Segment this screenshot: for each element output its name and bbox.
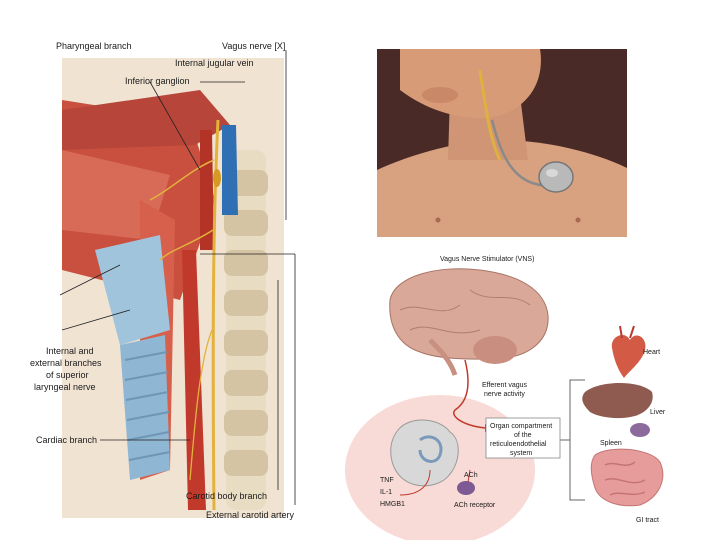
vns-caption: Vagus Nerve Stimulator (VNS) <box>440 256 534 263</box>
tracheal-rings <box>124 351 171 461</box>
ach-arrow <box>467 469 471 483</box>
cardiac-branch-nerve <box>189 329 213 481</box>
label-organ-line-3: reticuloendothelial <box>490 441 547 448</box>
efferent-pathway-arrow <box>453 359 486 429</box>
label-carotid-body-branch: Carotid body branch <box>186 491 267 501</box>
label-liver: Liver <box>650 409 666 416</box>
label-inferior-ganglion: Inferior ganglion <box>125 76 190 86</box>
vns-generator-highlight <box>546 169 558 177</box>
label-organ-line-1: Organ compartment <box>490 423 552 430</box>
liver-organ <box>582 383 653 419</box>
label-pharyngeal-branch: Pharyngeal branch <box>56 41 132 51</box>
label-organ-line-2: of the <box>514 432 532 439</box>
inflammatory-reflex-diagram <box>345 268 664 540</box>
trachea <box>120 335 170 480</box>
label-laryngeal-line-1: Internal and <box>46 346 94 356</box>
external-carotid-artery <box>200 130 214 250</box>
label-efferent-line-1: Efferent vagus <box>482 382 528 389</box>
internal-jugular-vein <box>222 125 238 215</box>
laryngeal-branch-nerve <box>159 229 214 261</box>
label-efferent-line-2: nerve activity <box>484 391 525 398</box>
heart-organ <box>611 334 646 378</box>
brain <box>389 268 549 360</box>
pharyngeal-branch-nerve <box>149 159 215 201</box>
organ-compartment-box <box>485 417 561 459</box>
upper-muscles <box>62 90 230 150</box>
heart-vessels <box>619 325 635 339</box>
label-heart: Heart <box>643 349 660 356</box>
anatomy-leader-lines <box>59 50 296 505</box>
vns-illustration <box>377 49 627 237</box>
chest-detail-left <box>435 217 441 223</box>
label-ach-top: ACh <box>464 472 478 479</box>
label-external-carotid-artery: External carotid artery <box>206 510 295 520</box>
brainstem <box>428 338 458 376</box>
gi-tract-loops <box>604 461 646 496</box>
ach-receptor-shape <box>457 481 475 495</box>
spleen-organ <box>630 423 650 437</box>
thyroid-cartilage <box>95 235 170 345</box>
label-cardiac-branch: Cardiac branch <box>36 435 97 445</box>
vns-pulse-generator <box>538 161 574 193</box>
gi-tract-organ <box>590 448 664 507</box>
inferior-ganglion-mark <box>213 169 221 187</box>
label-spleen: Spleen <box>600 440 622 447</box>
chin <box>422 87 458 103</box>
vagus-nerve <box>211 119 220 511</box>
cerebellum <box>473 336 517 364</box>
pathway-labels: Efferent vagus nerve activity Organ comp… <box>380 349 666 524</box>
label-laryngeal-line-3: of superior <box>46 370 89 380</box>
label-laryngeal-line-4: laryngeal nerve <box>34 382 96 392</box>
vns-vagus-nerve <box>478 69 502 161</box>
label-ach-receptor: ACh receptor <box>454 502 496 509</box>
label-internal-jugular-vein: Internal jugular vein <box>175 58 254 68</box>
label-tnf: TNF <box>380 477 394 484</box>
brain-gyri <box>399 289 531 334</box>
neck-anatomy-illustration <box>62 58 284 518</box>
label-laryngeal-line-2: external branches <box>30 358 102 368</box>
label-gi-tract: GI tract <box>636 517 659 524</box>
anatomy-labels: Pharyngeal branch Vagus nerve [X] Intern… <box>30 41 295 520</box>
cytokine-arrow <box>399 469 431 496</box>
macrophage-cell <box>390 419 459 487</box>
common-carotid-artery <box>182 250 206 510</box>
chest-detail-right <box>575 217 581 223</box>
label-il1: IL-1 <box>380 489 392 496</box>
label-organ-line-4: system <box>510 450 532 457</box>
label-vagus-nerve: Vagus nerve [X] <box>222 41 285 51</box>
label-hmgb1: HMGB1 <box>380 501 405 508</box>
macrophage-nucleus <box>418 435 443 463</box>
